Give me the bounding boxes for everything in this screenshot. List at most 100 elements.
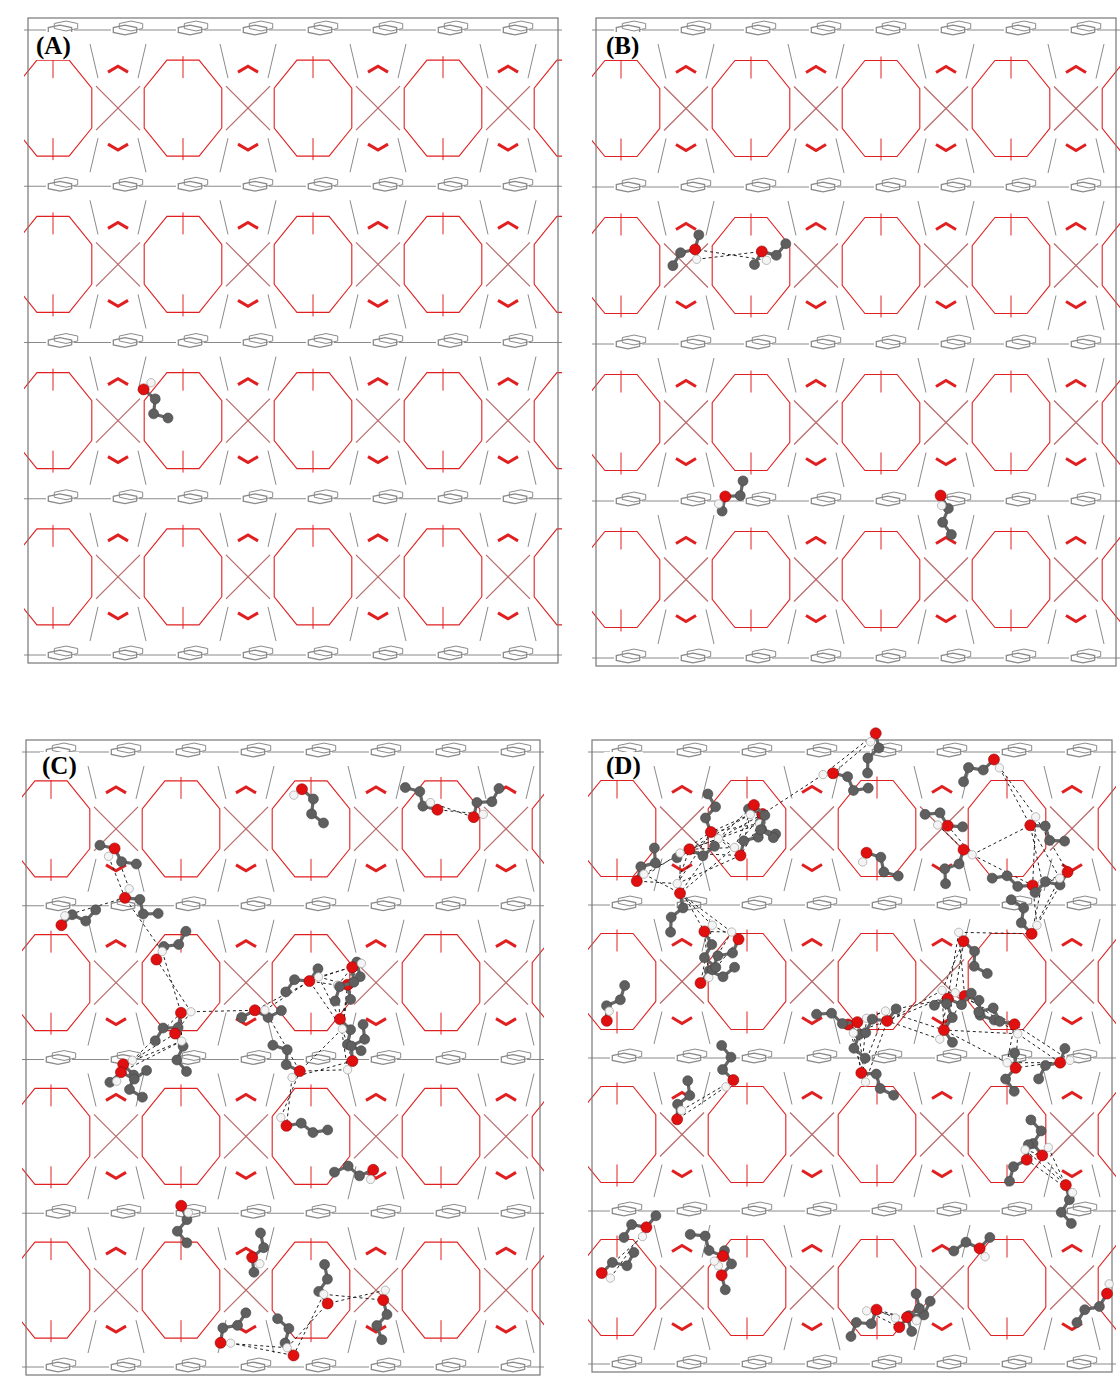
oxo-mark	[676, 381, 696, 387]
linker-ring	[1077, 649, 1100, 659]
oxygen-atom	[115, 1067, 126, 1078]
carboxylate	[832, 1165, 840, 1198]
carboxylate	[478, 859, 486, 892]
molecule	[707, 928, 744, 975]
carboxylate	[962, 1072, 970, 1105]
carboxylate	[832, 1225, 840, 1258]
linker-ring	[752, 492, 775, 502]
carboxylate	[966, 515, 974, 550]
oxo-mark	[366, 941, 386, 947]
adsorbed-molecules	[668, 230, 956, 540]
linker-ring	[442, 1204, 465, 1214]
cage-bond	[617, 859, 618, 881]
linker-bond	[1032, 658, 1069, 659]
linker-bond	[638, 752, 675, 753]
oxo-mark	[806, 381, 826, 387]
carbon-atom	[651, 1211, 661, 1221]
linker-ring	[622, 178, 645, 188]
linker-bond	[72, 1059, 109, 1060]
carbon-atom	[125, 1084, 135, 1094]
carbon-atom	[1094, 1302, 1104, 1312]
metal-bond	[356, 86, 400, 130]
linker-bond	[399, 30, 436, 31]
carbon-atom	[1072, 1318, 1082, 1328]
molecule	[666, 879, 688, 937]
cage-outline	[532, 1088, 544, 1184]
oxo-mark	[106, 941, 126, 947]
carboxylate	[836, 296, 844, 331]
metal-bond	[94, 961, 138, 1005]
oxo-mark	[498, 613, 518, 619]
oxo-mark	[936, 145, 956, 151]
carbon-atom	[757, 824, 767, 834]
linker-ring	[882, 178, 905, 188]
metal-bond	[794, 401, 838, 445]
cage-bond	[313, 369, 314, 391]
molecule	[974, 1003, 1022, 1038]
oxygen-atom	[735, 850, 746, 861]
cell-border	[596, 18, 1116, 666]
carboxylate	[914, 1012, 922, 1045]
carboxylate	[788, 453, 796, 488]
cage-bond	[53, 294, 54, 316]
oxo-mark	[366, 787, 386, 793]
linker-bond	[139, 498, 176, 499]
cage-bond	[53, 369, 54, 391]
oxygen-atom	[175, 1007, 186, 1018]
carboxylate	[526, 1013, 534, 1046]
carbon-atom	[995, 1016, 1005, 1026]
metal-bond	[790, 1113, 834, 1157]
linker-ring	[444, 21, 467, 31]
linker-bond	[334, 342, 371, 343]
carboxylate	[706, 515, 714, 550]
metal-bond	[794, 244, 838, 288]
hydrogen-atom	[891, 1314, 899, 1322]
metal-bond	[354, 1114, 398, 1158]
oxo-mark	[238, 457, 258, 463]
cage-bond	[747, 777, 748, 799]
carbon-atom	[728, 948, 738, 958]
carboxylate	[350, 138, 358, 172]
carboxylate	[654, 1072, 662, 1105]
carboxylate	[1092, 859, 1100, 892]
carboxylate	[1048, 515, 1056, 550]
molecule	[138, 378, 173, 423]
linker-bond	[137, 1213, 174, 1214]
carbon-atom	[268, 1040, 278, 1050]
carboxylate	[706, 453, 714, 488]
linker-ring	[1008, 1202, 1031, 1212]
hydrogen-bond	[711, 824, 760, 832]
carboxylate	[398, 200, 406, 234]
carboxylate	[1096, 358, 1104, 393]
linker-ring	[442, 743, 465, 753]
carbon-atom	[704, 1246, 714, 1256]
molecule	[920, 808, 968, 832]
oxo-mark	[1066, 145, 1086, 151]
oxo-mark	[498, 457, 518, 463]
hydrogen-bond	[292, 1061, 352, 1077]
adsorbed-molecules	[596, 728, 1113, 1342]
molecule	[812, 1008, 871, 1028]
carbon-atom	[735, 491, 745, 501]
carboxylate	[966, 44, 974, 79]
cage-outline	[592, 60, 660, 156]
metal-bond	[1054, 401, 1098, 445]
linker-ring	[52, 1204, 75, 1214]
metal-bond	[790, 960, 834, 1004]
oxo-mark	[676, 302, 696, 308]
carboxylate	[136, 766, 144, 799]
cage-outline	[1102, 60, 1120, 156]
linker-bond	[1032, 30, 1069, 31]
carbon-atom	[863, 783, 873, 793]
carboxylate	[88, 859, 96, 892]
carbon-atom	[871, 1069, 881, 1079]
metal-bond	[1050, 960, 1094, 1004]
linker-bond	[332, 1367, 369, 1368]
oxo-mark	[672, 787, 692, 793]
molecule	[1001, 1048, 1022, 1096]
metal-bond	[94, 961, 138, 1005]
linker-ring	[1012, 649, 1035, 659]
hydrogen-atom	[968, 851, 976, 859]
carbon-atom	[377, 1335, 387, 1345]
carboxylate	[788, 515, 796, 550]
